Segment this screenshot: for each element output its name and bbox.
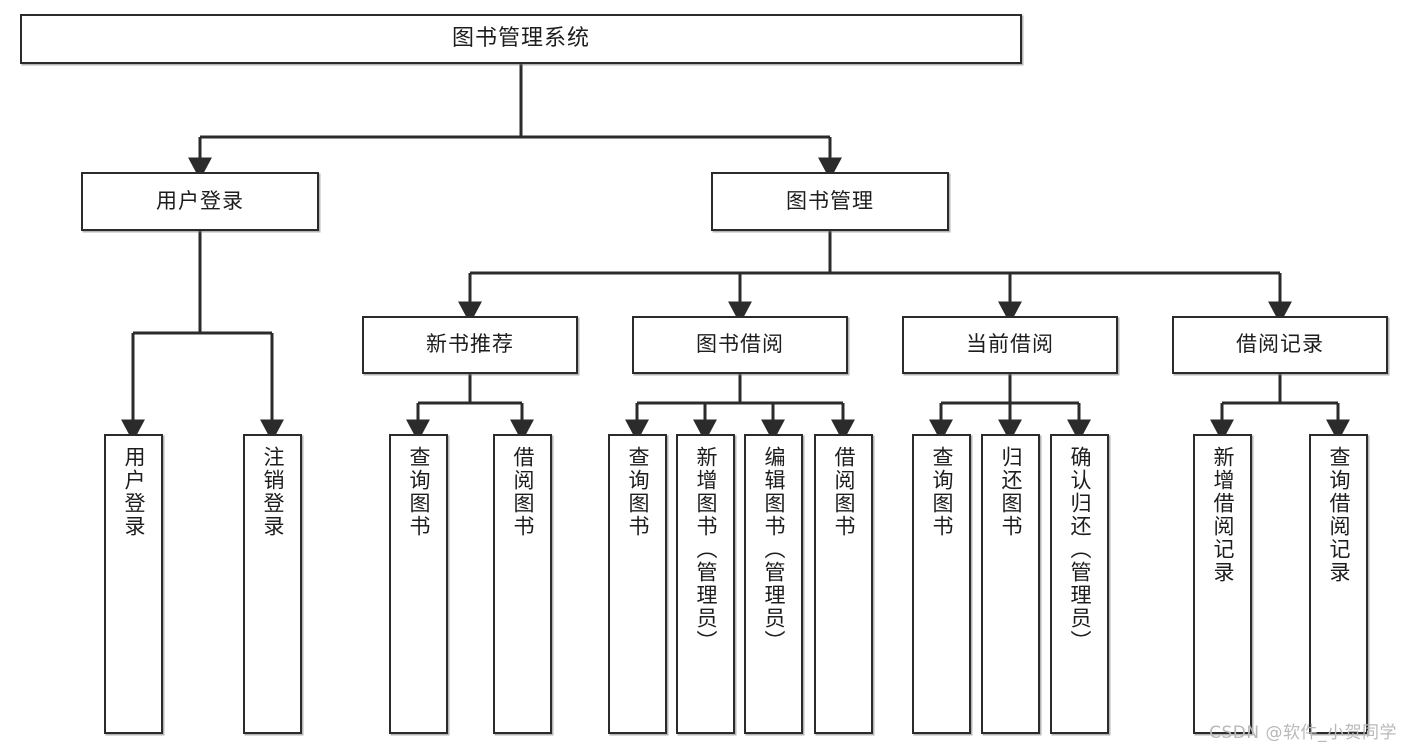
node-label: 图书管理系统 [451, 25, 590, 51]
node-new-book-recommend[interactable]: 新书推荐 [362, 316, 578, 374]
leaf-logout[interactable]: 注销登录 [243, 434, 302, 734]
node-user-login[interactable]: 用户登录 [81, 172, 319, 231]
node-label: 注销登录 [260, 446, 285, 538]
node-label: 借阅记录 [1236, 332, 1324, 357]
leaf-borrow-book[interactable]: 借阅图书 [814, 434, 873, 734]
leaf-add-book-admin[interactable]: 新增图书（管理员） [676, 434, 735, 734]
node-current-borrow[interactable]: 当前借阅 [902, 316, 1118, 374]
node-label: 用户登录 [121, 446, 146, 538]
node-label: 查询图书 [929, 446, 954, 538]
leaf-edit-book-admin[interactable]: 编辑图书（管理员） [744, 434, 803, 734]
leaf-user-login[interactable]: 用户登录 [104, 434, 163, 734]
node-label: 借阅图书 [510, 446, 535, 538]
leaf-add-borrow-record[interactable]: 新增借阅记录 [1193, 434, 1252, 734]
node-label: 查询借阅记录 [1326, 446, 1351, 584]
leaf-query-book-current[interactable]: 查询图书 [912, 434, 971, 734]
leaf-query-book-recommend[interactable]: 查询图书 [389, 434, 448, 734]
node-label: 图书管理 [786, 188, 874, 213]
node-label: 编辑图书（管理员） [761, 446, 786, 653]
node-label: 新增借阅记录 [1210, 446, 1235, 584]
leaf-confirm-return-admin[interactable]: 确认归还（管理员） [1050, 434, 1109, 734]
node-label: 查询图书 [406, 446, 431, 538]
node-label: 新书推荐 [426, 332, 514, 357]
node-book-borrow[interactable]: 图书借阅 [632, 316, 848, 374]
node-label: 归还图书 [998, 446, 1023, 538]
leaf-query-book-borrow[interactable]: 查询图书 [608, 434, 667, 734]
node-label: 借阅图书 [831, 446, 856, 538]
leaf-borrow-book-recommend[interactable]: 借阅图书 [493, 434, 552, 734]
leaf-return-book[interactable]: 归还图书 [981, 434, 1040, 734]
leaf-query-borrow-record[interactable]: 查询借阅记录 [1309, 434, 1368, 734]
node-book-management[interactable]: 图书管理 [711, 172, 949, 231]
csdn-watermark: CSDN @软件_小贺同学 [1209, 723, 1397, 743]
node-borrow-record[interactable]: 借阅记录 [1172, 316, 1388, 374]
node-label: 图书借阅 [696, 332, 784, 357]
node-label: 新增图书（管理员） [693, 446, 718, 653]
node-label: 查询图书 [625, 446, 650, 538]
node-label: 用户登录 [156, 188, 244, 213]
node-root-system[interactable]: 图书管理系统 [20, 14, 1022, 64]
node-label: 当前借阅 [966, 332, 1054, 357]
node-label: 确认归还（管理员） [1067, 446, 1092, 653]
